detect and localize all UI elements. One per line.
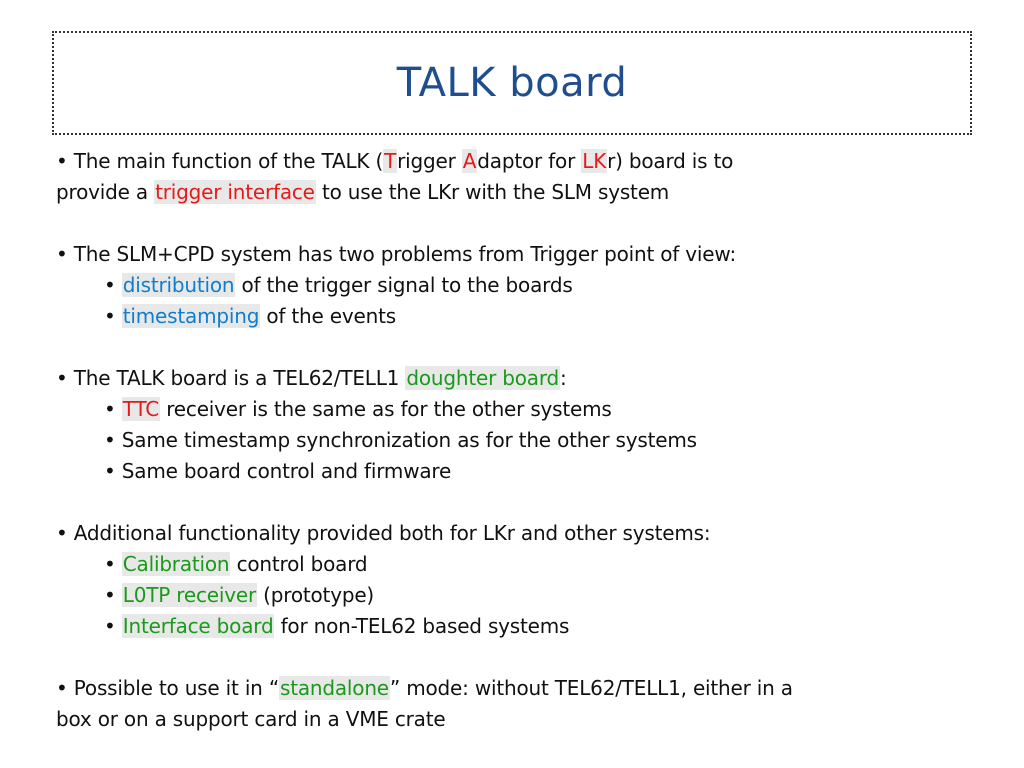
text: box or on a support card in a VME crate — [56, 707, 446, 731]
text: control board — [230, 552, 368, 576]
para5-line1: • Possible to use it in “standalone” mod… — [56, 673, 976, 704]
highlight-lk: LK — [581, 149, 608, 173]
text: : — [560, 366, 567, 390]
highlight-a: A — [461, 149, 478, 173]
text: Additional functionality provided both f… — [73, 521, 711, 545]
bullet: • — [56, 521, 68, 545]
slide-title: TALK board — [396, 60, 628, 106]
bullet: • — [104, 552, 116, 576]
para4-sub1: • Calibration control board — [56, 549, 976, 580]
bullet: • — [56, 242, 68, 266]
para3-line1: • The TALK board is a TEL62/TELL1 dought… — [56, 363, 976, 394]
para4-sub3: • Interface board for non-TEL62 based sy… — [56, 611, 976, 642]
title-box: TALK board — [52, 31, 972, 135]
bullet: • — [104, 273, 116, 297]
highlight-t: T — [383, 149, 398, 173]
para1-line2: provide a trigger interface to use the L… — [56, 177, 976, 208]
spacer — [56, 487, 976, 518]
highlight-interface-board: Interface board — [121, 614, 275, 638]
text: ” mode: without TEL62/TELL1, either in a — [389, 676, 793, 700]
highlight-standalone: standalone — [278, 676, 390, 700]
text: (prototype) — [257, 583, 375, 607]
text: to use the LKr with the SLM system — [315, 180, 670, 204]
bullet: • — [56, 676, 68, 700]
bullet: • — [104, 459, 116, 483]
spacer — [56, 208, 976, 239]
para3-sub3: • Same board control and firmware — [56, 456, 976, 487]
bullet: • — [104, 428, 116, 452]
text: receiver is the same as for the other sy… — [160, 397, 612, 421]
bullet: • — [104, 397, 116, 421]
highlight-timestamping: timestamping — [121, 304, 261, 328]
bullet: • — [104, 583, 116, 607]
slide-body: • The main function of the TALK (Trigger… — [56, 146, 976, 735]
highlight-l0tp-receiver: L0TP receiver — [121, 583, 257, 607]
para2-sub1: • distribution of the trigger signal to … — [56, 270, 976, 301]
text: Same timestamp synchronization as for th… — [121, 428, 697, 452]
text: of the trigger signal to the boards — [235, 273, 573, 297]
bullet: • — [56, 149, 68, 173]
text: The main function of the TALK ( — [73, 149, 384, 173]
text: for non-TEL62 based systems — [274, 614, 570, 638]
text: The TALK board is a TEL62/TELL1 — [73, 366, 406, 390]
para5-line2: box or on a support card in a VME crate — [56, 704, 976, 735]
para3-sub1: • TTC receiver is the same as for the ot… — [56, 394, 976, 425]
highlight-ttc: TTC — [121, 397, 161, 421]
para3-sub2: • Same timestamp synchronization as for … — [56, 425, 976, 456]
text: Same board control and firmware — [121, 459, 452, 483]
bullet: • — [56, 366, 68, 390]
spacer — [56, 332, 976, 363]
para2-sub2: • timestamping of the events — [56, 301, 976, 332]
text: provide a — [56, 180, 155, 204]
highlight-distribution: distribution — [121, 273, 236, 297]
bullet: • — [104, 614, 116, 638]
text: daptor for — [477, 149, 582, 173]
para4-line1: • Additional functionality provided both… — [56, 518, 976, 549]
highlight-calibration: Calibration — [121, 552, 231, 576]
text: rigger — [397, 149, 462, 173]
spacer — [56, 642, 976, 673]
bullet: • — [104, 304, 116, 328]
highlight-doughter-board: doughter board — [405, 366, 561, 390]
text: Possible to use it in “ — [73, 676, 279, 700]
para1-line1: • The main function of the TALK (Trigger… — [56, 146, 976, 177]
text: of the events — [260, 304, 396, 328]
para2-line1: • The SLM+CPD system has two problems fr… — [56, 239, 976, 270]
highlight-trigger-interface: trigger interface — [154, 180, 316, 204]
para4-sub2: • L0TP receiver (prototype) — [56, 580, 976, 611]
text: r) board is to — [607, 149, 734, 173]
text: The SLM+CPD system has two problems from… — [73, 242, 736, 266]
